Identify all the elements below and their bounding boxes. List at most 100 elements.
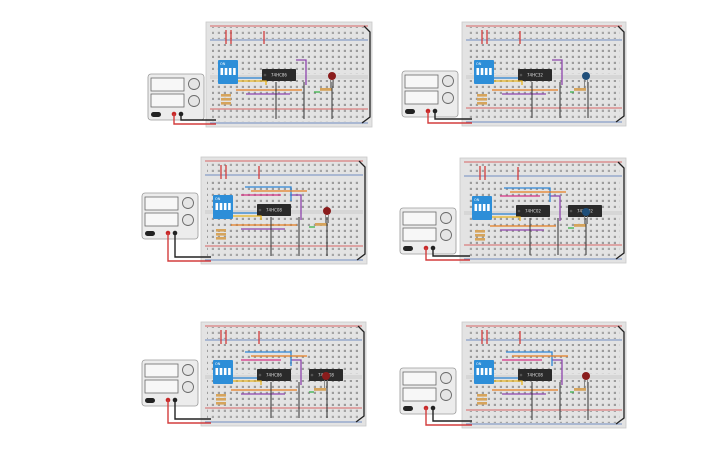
dip-switch: ON	[472, 196, 492, 220]
bottom-power-rail	[468, 109, 620, 121]
ic-chip-label: 74HC32	[527, 73, 543, 78]
power-supply	[401, 70, 459, 118]
dip-toggle	[474, 204, 478, 211]
dip-switch-label: ON	[220, 62, 226, 66]
resistor-icon	[574, 224, 586, 227]
ic-chip-label: 74HC86	[266, 373, 282, 378]
led	[582, 208, 590, 224]
dip-toggle	[482, 204, 486, 211]
display-voltage	[144, 196, 179, 211]
resistor-icon	[475, 230, 485, 233]
display-current	[402, 227, 437, 242]
signal-wire	[245, 351, 292, 366]
ground-wire	[356, 160, 366, 261]
signal-wire	[494, 80, 523, 85]
dip-toggle	[484, 368, 488, 375]
power-lead-negative	[174, 233, 211, 258]
led	[328, 72, 336, 88]
resistor-icon	[216, 237, 226, 240]
dip-toggle	[228, 203, 231, 210]
display-current	[144, 212, 179, 227]
display-voltage	[402, 211, 437, 226]
resistor-icon	[216, 233, 226, 236]
resistor-icon	[216, 402, 226, 405]
ic-chip-body	[257, 204, 291, 216]
voltage-knob-icon	[440, 372, 452, 384]
dip-toggle	[223, 203, 227, 210]
voltage-knob-icon	[182, 364, 194, 376]
voltage-knob-icon	[442, 75, 454, 87]
current-knob-icon	[440, 229, 452, 241]
display-current	[402, 387, 437, 402]
power-switch-icon	[151, 112, 161, 117]
resistor-icon	[475, 234, 485, 237]
ic-notch-icon	[519, 73, 523, 77]
resistor-icon	[574, 88, 586, 91]
ic-chip: 74HC08	[257, 204, 291, 216]
top-power-rail	[212, 27, 366, 39]
dip-switch-label: ON	[474, 198, 480, 202]
ground-wire	[361, 25, 371, 124]
resistor-icon	[475, 238, 485, 241]
signal-wire	[291, 194, 302, 220]
led-icon	[582, 72, 590, 80]
resistor-icon	[216, 229, 226, 232]
dip-switch: ON	[218, 60, 238, 84]
display-voltage	[144, 363, 179, 378]
circuit-4: ON74HC0274HC02	[399, 157, 627, 264]
resistor-icon	[320, 88, 332, 91]
power-lead-positive	[167, 400, 211, 424]
signal-wire	[552, 359, 563, 385]
led-icon	[322, 372, 330, 380]
dip-toggle	[489, 368, 492, 375]
power-lead-positive	[173, 114, 216, 125]
terminal-strip-lower	[207, 380, 360, 410]
display-current	[144, 379, 179, 394]
power-lead-negative	[180, 114, 216, 121]
power-lead-negative	[432, 248, 470, 257]
ground-wire	[615, 161, 625, 260]
power-supply	[141, 192, 199, 240]
display-voltage	[150, 77, 185, 92]
dip-toggle	[228, 368, 231, 375]
dip-toggle	[215, 203, 219, 210]
current-knob-icon	[440, 389, 452, 401]
dip-toggle	[233, 68, 236, 75]
bottom-power-rail	[468, 411, 620, 423]
signal-wire	[552, 59, 563, 85]
led	[582, 72, 590, 88]
ic-notch-icon	[263, 73, 267, 77]
display-current	[150, 93, 185, 108]
power-switch-icon	[403, 406, 413, 411]
dip-toggle	[484, 68, 488, 75]
dip-toggle	[489, 68, 492, 75]
power-supply	[399, 367, 457, 415]
display-voltage	[402, 371, 437, 386]
dip-toggle	[480, 68, 484, 75]
resistor-icon	[477, 402, 487, 405]
led-icon	[323, 207, 331, 215]
dip-switch-body	[472, 196, 492, 220]
bottom-power-rail	[212, 110, 366, 122]
terminal-strip-lower	[468, 380, 620, 410]
dip-switch-body	[474, 60, 494, 84]
ic-chip-body	[257, 369, 291, 381]
signal-wire	[291, 359, 302, 385]
dip-switch-body	[218, 60, 238, 84]
voltage-knob-icon	[182, 197, 194, 209]
dip-switch-label: ON	[476, 62, 482, 66]
ground-wire	[615, 25, 625, 123]
power-lead-negative	[174, 400, 211, 420]
signal-wire	[238, 80, 267, 85]
bottom-power-rail	[207, 247, 361, 259]
dip-switch-label: ON	[215, 197, 221, 201]
signal-wire	[233, 215, 262, 220]
current-knob-icon	[442, 92, 454, 104]
circuits-layer: ON74HC86ON74HC32ON74HC08ON74HC0274HC02ON…	[141, 21, 627, 429]
voltage-knob-icon	[188, 78, 200, 90]
power-lead-positive	[425, 408, 472, 426]
ground-wire	[615, 325, 625, 425]
terminal-strip-lower	[207, 215, 361, 245]
dip-switch-body	[213, 195, 233, 219]
